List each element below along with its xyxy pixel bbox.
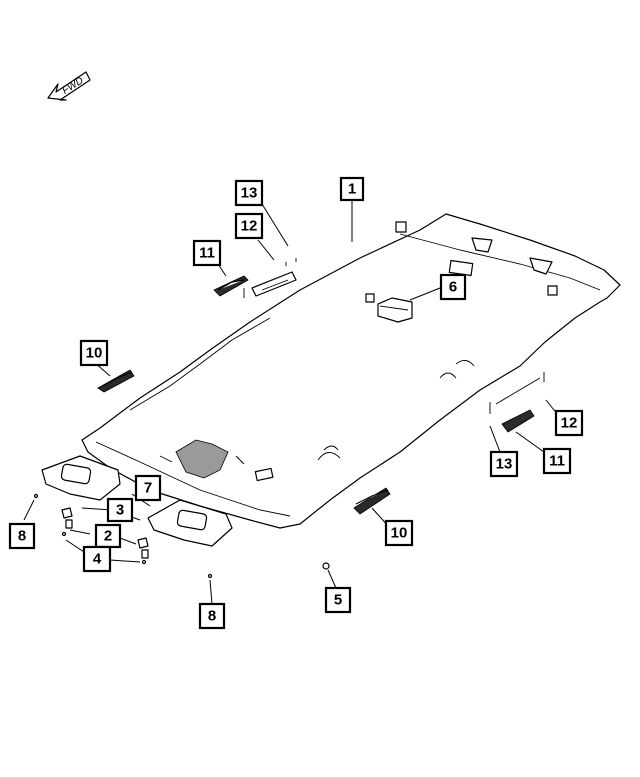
callout-7: 7 [134, 474, 162, 502]
callout-13-right: 13 [489, 450, 519, 478]
grab-handle-rear-right [353, 487, 391, 515]
callout-11-right: 11 [542, 447, 572, 475]
svg-text:4: 4 [93, 551, 102, 568]
callout-12-left: 12 [234, 212, 264, 240]
clip-part-5 [322, 562, 330, 570]
svg-text:13: 13 [496, 456, 513, 473]
headliner-panel [81, 213, 621, 529]
callout-10-right: 10 [384, 519, 414, 547]
callout-3: 3 [106, 497, 134, 523]
callout-6: 6 [439, 273, 467, 301]
svg-text:7: 7 [144, 480, 152, 497]
callout-10-left: 10 [79, 339, 109, 367]
callout-1: 1 [339, 176, 365, 202]
grab-handle-left [213, 275, 249, 298]
svg-text:12: 12 [241, 218, 258, 235]
callout-4: 4 [82, 545, 112, 573]
svg-text:10: 10 [391, 525, 408, 542]
callout-13-left: 13 [234, 179, 264, 207]
svg-text:8: 8 [208, 608, 216, 625]
svg-text:10: 10 [86, 345, 103, 362]
svg-text:6: 6 [449, 279, 457, 296]
overhead-console [365, 293, 413, 323]
grab-handle-bracket-right [489, 372, 545, 414]
svg-text:8: 8 [18, 528, 26, 545]
callout-2: 2 [94, 523, 122, 549]
svg-text:5: 5 [334, 592, 342, 609]
visor-clips [61, 507, 149, 565]
callout-5: 5 [324, 586, 352, 614]
callout-11-left: 11 [192, 239, 222, 267]
svg-text:3: 3 [116, 502, 124, 519]
callout-12-right: 12 [554, 409, 584, 437]
callout-8-left: 8 [8, 522, 36, 550]
grab-handle-right [501, 409, 535, 433]
svg-text:11: 11 [549, 453, 565, 470]
svg-text:2: 2 [104, 528, 112, 545]
grab-handle-bracket-left [251, 258, 297, 297]
svg-text:1: 1 [348, 181, 356, 198]
sun-visor-left [33, 455, 121, 501]
sun-visor-right [147, 499, 233, 579]
svg-text:12: 12 [561, 415, 578, 432]
grab-handle-rear-left [97, 369, 135, 393]
svg-text:13: 13 [241, 185, 258, 202]
callout-8-bottom: 8 [198, 602, 226, 630]
forward-arrow-icon: FWD [47, 71, 91, 101]
svg-text:11: 11 [199, 245, 215, 262]
